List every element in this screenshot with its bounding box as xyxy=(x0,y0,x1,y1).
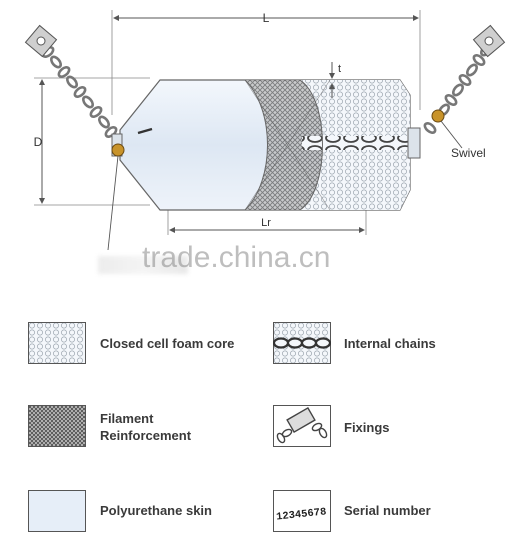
legend-swatch-foam xyxy=(28,322,86,364)
dimension-diameter: D xyxy=(34,77,150,206)
thickness-label: t xyxy=(338,63,341,75)
body-length-label: Lr xyxy=(261,217,271,229)
legend-label-chains: Internal chains xyxy=(344,336,436,351)
legend-swatch-fixings xyxy=(273,405,331,447)
legend-swatch-filament xyxy=(28,405,86,447)
legend-label-skin: Polyurethane skin xyxy=(100,503,212,518)
right-chain xyxy=(423,43,492,134)
legend-label-fixings: Fixings xyxy=(344,420,390,435)
swivel-label: Swivel xyxy=(451,146,486,160)
legend-label-foam: Closed cell foam core xyxy=(100,336,235,351)
left-callout-line xyxy=(107,155,119,251)
dimension-length: L xyxy=(111,10,421,115)
dimension-body-length: Lr xyxy=(167,210,367,235)
legend-swatch-serial: 12345678 xyxy=(273,490,331,532)
watermark: trade.china.cn xyxy=(142,241,331,274)
legend-label-serial: Serial number xyxy=(344,503,431,518)
serial-mark xyxy=(137,127,153,135)
serial-sample-text: 12345678 xyxy=(276,506,327,523)
legend-label-filament: Filament Reinforcement xyxy=(100,411,192,443)
left-swivel-icon xyxy=(111,143,125,157)
left-fixing-block xyxy=(24,24,58,58)
blurred-label xyxy=(98,256,188,274)
filament-cutaway xyxy=(245,80,323,210)
swivel-callout-line xyxy=(440,120,463,149)
legend-swatch-skin xyxy=(28,490,86,532)
internal-chain-cutaway xyxy=(302,136,410,150)
length-label: L xyxy=(263,11,270,25)
legend-swatch-chains xyxy=(273,322,331,364)
fender-body: t xyxy=(111,62,421,211)
diameter-label: D xyxy=(34,135,43,149)
right-fixing-block xyxy=(472,24,506,58)
right-swivel-icon xyxy=(431,109,445,123)
